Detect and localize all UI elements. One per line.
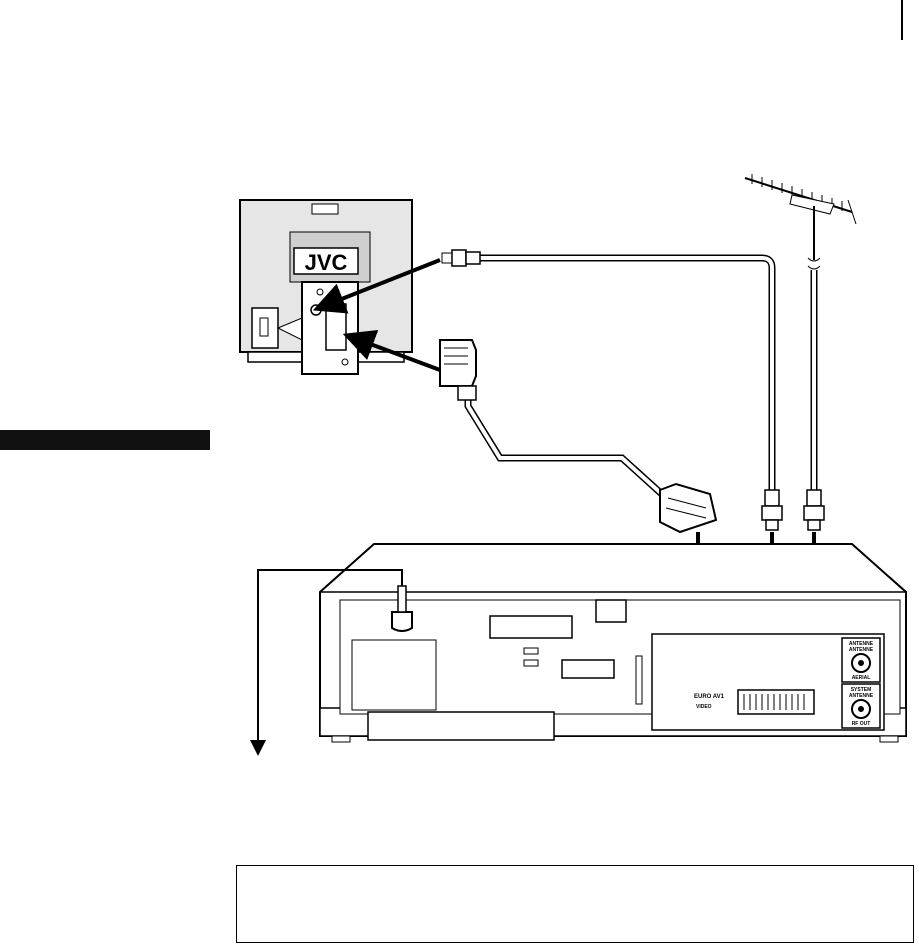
coax-plug-icon	[441, 249, 481, 267]
vcr-scart-socket	[737, 689, 815, 715]
connection-diagram: JVC	[239, 174, 907, 756]
tv-scart-socket	[325, 303, 347, 351]
scart-plug-icon	[659, 482, 718, 534]
scart-plug-icon	[439, 339, 477, 401]
tv-logo-plate	[293, 247, 359, 275]
coax-plug-icon	[761, 489, 783, 531]
jack-label-antenne: ANTENNE	[849, 641, 874, 647]
jack-label-antenne-2: ANTENNE	[849, 647, 874, 653]
tv-aerial-jack	[310, 304, 322, 316]
power-cord	[250, 569, 413, 756]
coax-cable-rf	[480, 254, 776, 490]
scart-cable	[464, 392, 667, 499]
jack-label-euro-av1: EURO AV1	[694, 694, 725, 700]
coax-plug-icon	[803, 489, 825, 531]
jack-label-video: VIDEO	[696, 704, 712, 710]
arrow-icon	[342, 329, 441, 372]
note-box	[236, 865, 914, 943]
jack-label-system: SYSTEM	[851, 687, 872, 693]
jack-label-aerial: AERIAL	[852, 675, 871, 681]
arrow-icon	[312, 258, 441, 314]
vcr-rear: EURO AV1 VIDEO ANTENNE ANTENNE AERIAL SY…	[319, 543, 907, 743]
jack-label-antenne-3: ANTENNE	[849, 693, 874, 699]
antenna-icon	[744, 174, 857, 260]
tv-brand-logo: JVC	[305, 250, 348, 275]
page-corner-rule	[901, 0, 903, 40]
jack-label-rf-out: RF OUT	[852, 721, 871, 727]
antenna-cable	[807, 257, 821, 490]
section-tab-bar	[0, 430, 210, 450]
tv-top-handle	[311, 203, 339, 215]
